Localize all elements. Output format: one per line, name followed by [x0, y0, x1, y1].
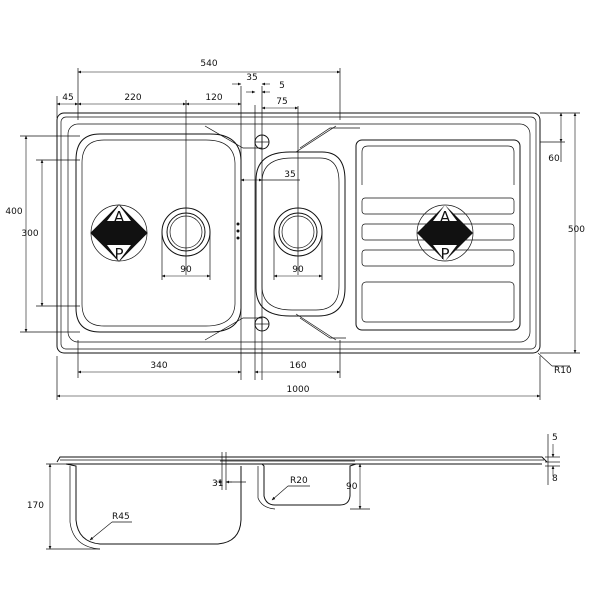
dim-540: 540: [200, 59, 217, 69]
logo-right-letter-p: P: [440, 245, 449, 263]
logo-left-letter-p: P: [114, 245, 123, 263]
drainer-board: [355, 139, 521, 331]
overflow-dot-1: [236, 222, 240, 226]
bridge-bottom: [204, 317, 262, 341]
small-bowl-inner: [261, 157, 340, 311]
dim-160: 160: [289, 361, 306, 371]
section-view: [56, 434, 560, 550]
dim-340: 340: [150, 361, 167, 371]
overflow-dot-2: [236, 229, 240, 233]
drainer-groove-top: [361, 145, 515, 185]
dim-400: 400: [5, 207, 22, 217]
main-bowl-outer: [75, 133, 242, 333]
plan-view: A P A P: [56, 86, 541, 380]
plan-dimensions: 540 45 220 120 35 5 75 35 90 90: [5, 59, 585, 400]
dim-1000: 1000: [287, 385, 310, 395]
dim-8-section: 8: [552, 474, 558, 484]
dim-5-section: 5: [552, 433, 558, 443]
dim-35-mid: 35: [284, 170, 295, 180]
sink-outer-outline: [56, 112, 541, 354]
section-main-bowl: [65, 463, 242, 545]
section-rim-top: [56, 456, 548, 463]
dim-220: 220: [124, 93, 141, 103]
dim-5-top: 5: [279, 81, 285, 91]
dim-60: 60: [548, 154, 560, 164]
ap-logo-left: A P: [90, 204, 148, 263]
dim-45: 45: [62, 93, 73, 103]
ap-logo-right: A P: [416, 204, 474, 263]
logo-right-letter-a: A: [440, 208, 451, 226]
dim-90-section: 90: [346, 482, 358, 492]
dim-300: 300: [21, 229, 38, 239]
dim-r20: R20: [290, 476, 308, 486]
dim-75: 75: [276, 97, 287, 107]
dim-r10: R10: [554, 366, 572, 376]
overflow-dot-3: [236, 236, 240, 240]
dim-170: 170: [27, 501, 44, 511]
section-small-bowl: [261, 463, 357, 506]
dim-120: 120: [205, 93, 222, 103]
deck-outline: [67, 123, 531, 343]
bridge-top: [204, 125, 262, 149]
dim-90-main-drain: 90: [180, 265, 192, 275]
small-bowl-bridge-top-2: [295, 125, 337, 153]
logo-left-letter-a: A: [114, 208, 125, 226]
small-bowl-outer: [255, 151, 346, 317]
dim-35-top: 35: [246, 73, 257, 83]
main-bowl-inner: [81, 139, 236, 327]
drainer-rib-4: [361, 281, 515, 323]
section-dimensions: 170 R45 R20 90 31 5 8: [27, 433, 558, 550]
sink-inner-outline: [60, 116, 537, 350]
dim-90-small-drain: 90: [292, 265, 304, 275]
dim-r45: R45: [112, 512, 130, 522]
small-bowl-bridge-bottom: [299, 317, 346, 339]
small-bowl-bridge-bottom-2: [295, 313, 337, 341]
small-bowl-bridge-top: [299, 127, 360, 149]
dim-500: 500: [568, 225, 585, 235]
dim-31: 31: [212, 479, 223, 489]
